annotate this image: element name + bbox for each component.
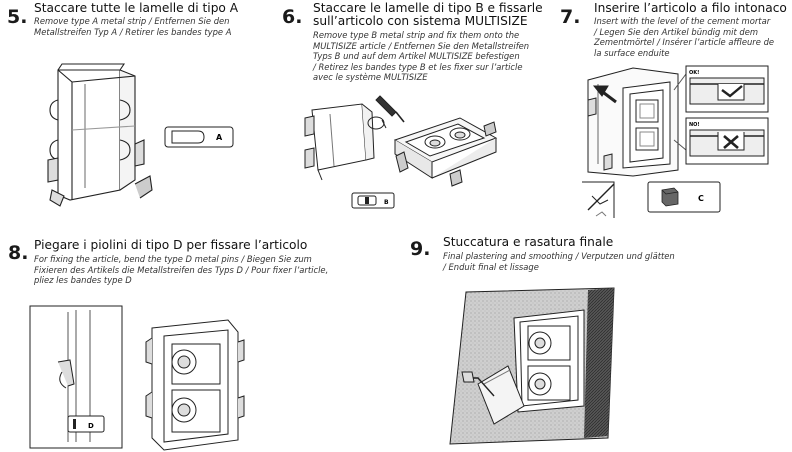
step-subtitle: Final plastering and smoothing / Verputz… (443, 251, 675, 272)
step-number: 5. (7, 6, 28, 28)
badge-c: C (647, 181, 721, 213)
step-title: Piegare i piolini di tipo D per fissare … (34, 238, 308, 252)
step-subtitle: Remove type B metal strip and fix them o… (313, 30, 530, 82)
svg-text:A: A (216, 133, 223, 142)
step-number: 8. (8, 242, 29, 264)
badge-d: D (67, 415, 105, 433)
step-6-illustration: B (304, 95, 498, 209)
step-9-illustration (449, 287, 615, 445)
step-title: Stuccatura e rasatura finale (443, 235, 614, 249)
step-subtitle: Remove type A metal strip / Entfernen Si… (34, 16, 232, 37)
svg-text:OK!: OK! (689, 70, 699, 76)
step-8-illustration: D (29, 305, 245, 451)
svg-text:D: D (88, 422, 94, 430)
step-number: 6. (282, 6, 303, 28)
step-number: 9. (410, 238, 431, 260)
step-title: Staccare tutte le lamelle di tipo A (34, 1, 239, 15)
svg-text:NO!: NO! (689, 122, 700, 128)
step-5-illustration: A (47, 63, 234, 207)
step-number: 7. (560, 6, 581, 28)
svg-text:B: B (384, 199, 389, 206)
svg-text:C: C (698, 194, 704, 203)
badge-a: A (164, 126, 234, 148)
step-subtitle: For fixing the article, bend the type D … (34, 254, 329, 285)
step-7-illustration: OK! NO! C (582, 65, 769, 218)
step-title: Inserire l’articolo a filo intonaco (594, 1, 787, 15)
step-title: Staccare le lamelle di tipo B e fissarle… (313, 1, 543, 28)
badge-b: B (351, 192, 395, 209)
step-subtitle: Insert with the level of the cement mort… (594, 16, 775, 58)
